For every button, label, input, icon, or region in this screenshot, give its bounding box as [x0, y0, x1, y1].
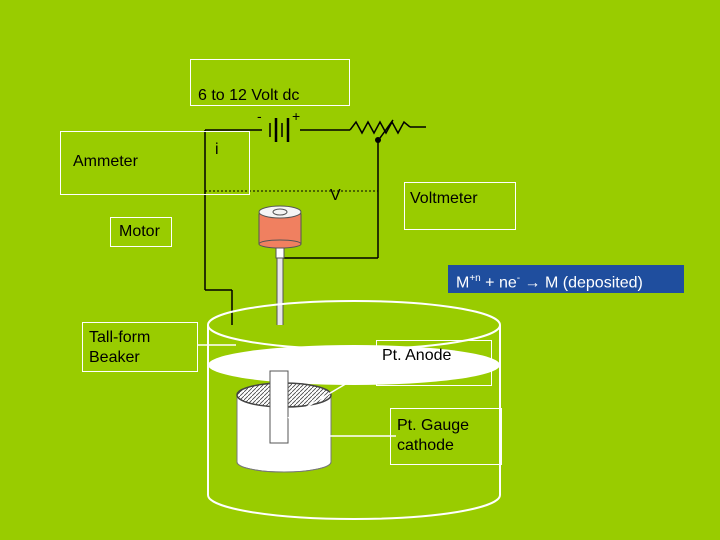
voltage-symbol: V [330, 187, 341, 204]
beaker-label: Tall-form Beaker [89, 329, 151, 366]
power-supply-box: 6 to 12 Volt dc [190, 59, 350, 106]
equation-product: M (deposited) [545, 274, 643, 292]
anode-rod [269, 370, 289, 444]
battery-symbol [269, 118, 290, 142]
battery-plus-label: + [292, 108, 301, 124]
equation-metal: M [456, 274, 470, 292]
rheostat-symbol [349, 120, 411, 135]
ammeter-box: i Ammeter [60, 131, 250, 195]
pointer-lines [198, 344, 396, 437]
voltmeter-label: Voltmeter [410, 190, 478, 207]
ammeter-label: Ammeter [73, 153, 138, 170]
battery-minus-label: - [257, 108, 262, 124]
rheostat-contact [375, 137, 381, 143]
motor-label: Motor [119, 223, 160, 240]
voltmeter-box: Voltmeter [404, 182, 516, 230]
current-symbol: i [215, 141, 219, 158]
cathode-label: Pt. Gauge cathode [397, 417, 470, 454]
power-supply-label: 6 to 12 Volt dc [198, 87, 300, 104]
equation-plus: + ne [480, 274, 517, 292]
cathode-box: Pt. Gauge cathode [390, 408, 502, 465]
motor-box: Motor [110, 217, 172, 247]
motor-body [258, 205, 302, 259]
reaction-equation: M+n + ne- → M (deposited) [448, 265, 684, 293]
anode-box: Pt. Anode [376, 340, 492, 386]
equation-charge: +n [469, 273, 481, 284]
anode-label: Pt. Anode [382, 347, 452, 364]
rheostat-wiper [379, 119, 394, 139]
equation-arrow: → [520, 274, 545, 292]
equation-electron-charge: - [516, 273, 521, 284]
beaker-box: Tall-form Beaker [82, 322, 198, 372]
